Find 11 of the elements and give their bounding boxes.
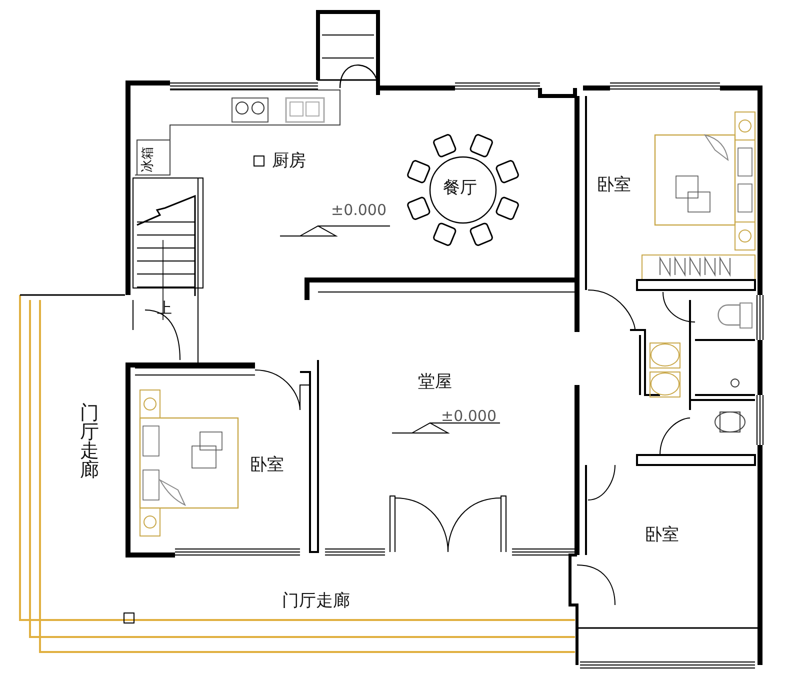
room-label: 门厅走廊 xyxy=(282,592,350,612)
room-label: 堂屋 xyxy=(418,373,452,393)
room-label: 厨房 xyxy=(272,152,306,172)
appliance-label: 冰箱 xyxy=(142,146,156,172)
elevation-label: ±0.000 xyxy=(331,202,387,220)
elevation-label: ±0.000 xyxy=(441,408,497,426)
room-label: 卧室 xyxy=(645,526,679,546)
room-label: 卧室 xyxy=(597,176,631,196)
room-label: 门厅走廊 xyxy=(80,404,100,480)
room-label: 卧室 xyxy=(250,456,284,476)
room-label: 餐厅 xyxy=(443,179,477,199)
